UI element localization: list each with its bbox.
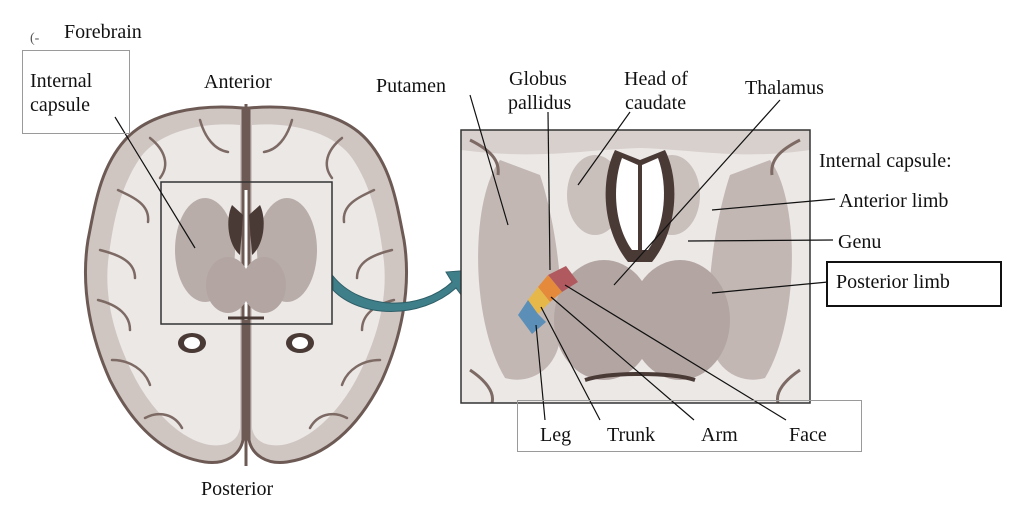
- trunk-label: Trunk: [607, 424, 656, 446]
- leg-label: Leg: [540, 424, 572, 446]
- anterior-limb-label: Anterior limb: [839, 190, 949, 212]
- leg-region: [518, 300, 546, 334]
- posterior-limb-highlight-box: [826, 261, 1002, 307]
- thalamus-shape-right: [630, 260, 730, 380]
- enlarged-view-frame: [460, 129, 811, 404]
- putamen-label: Putamen: [376, 75, 446, 97]
- right-thalamus-shape: [242, 257, 286, 313]
- genu-label: Genu: [838, 231, 882, 253]
- head-of-caudate-label-line2: caudate: [625, 92, 687, 114]
- arm-region: [538, 275, 562, 302]
- leader-lines: [114, 94, 836, 421]
- internal-capsule-callout-box: [22, 50, 130, 134]
- posterior-label: Posterior: [201, 478, 274, 500]
- arm-label: Arm: [701, 424, 738, 446]
- face-region: [548, 266, 578, 292]
- cortical-sulci: [96, 118, 396, 430]
- internal-capsule-label-line1: Internal: [30, 70, 93, 92]
- thalamus-label: Thalamus: [745, 77, 824, 99]
- face-label: Face: [789, 424, 827, 446]
- anterior-label: Anterior: [204, 71, 272, 93]
- somatotopy-legend-box: [517, 400, 862, 452]
- axial-brain-section: [83, 104, 409, 466]
- forebrain-title: Forebrain: [64, 21, 142, 43]
- posterior-limb-label: Posterior limb: [836, 271, 950, 293]
- partial-glyph: (-: [30, 31, 40, 46]
- enlarged-view: [461, 130, 810, 403]
- head-of-caudate-label-line1: Head of: [624, 68, 688, 90]
- left-lateral-ventricle: [228, 205, 243, 255]
- globus-pallidus-label-line2: pallidus: [508, 92, 572, 114]
- left-thalamus-shape: [206, 257, 250, 313]
- zoom-region-box: [160, 181, 333, 325]
- thalamus-shape-left: [554, 260, 654, 380]
- internal-capsule-heading: Internal capsule:: [819, 150, 952, 172]
- globus-pallidus-label-line1: Globus: [509, 68, 567, 90]
- right-lateral-ventricle: [249, 205, 264, 255]
- internal-capsule-label-line2: capsule: [30, 94, 90, 116]
- trunk-region: [528, 287, 550, 314]
